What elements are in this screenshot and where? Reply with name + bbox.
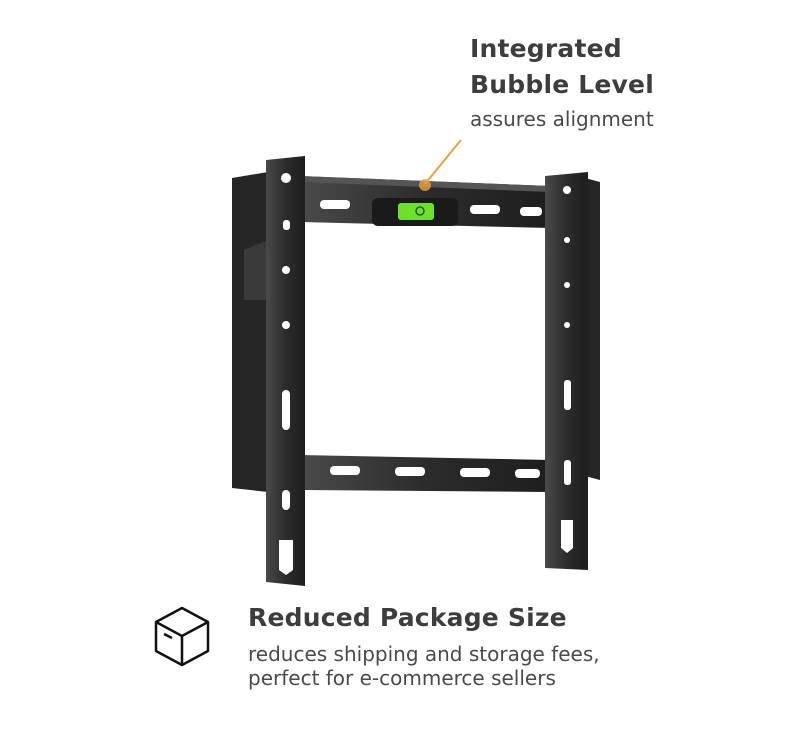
package-size-subtitle-line2: perfect for e-commerce sellers bbox=[248, 666, 556, 690]
rear-wall-plate-left bbox=[232, 172, 268, 492]
bubble-level bbox=[372, 198, 458, 226]
bubble-level-title-line1: Integrated bbox=[470, 34, 622, 63]
right-upright-arm bbox=[545, 172, 588, 570]
bubble-level-title-line2: Bubble Level bbox=[470, 70, 654, 99]
package-size-title: Reduced Package Size bbox=[248, 603, 567, 632]
left-upright-arm bbox=[266, 156, 305, 586]
callout-pointer-line bbox=[424, 139, 462, 185]
package-size-subtitle-line1: reduces shipping and storage fees, bbox=[248, 642, 600, 666]
bottom-crossbar bbox=[300, 455, 550, 492]
callout-pointer-dot bbox=[419, 179, 431, 191]
package-box-icon bbox=[154, 606, 210, 667]
bubble-level-subtitle: assures alignment bbox=[470, 107, 654, 131]
